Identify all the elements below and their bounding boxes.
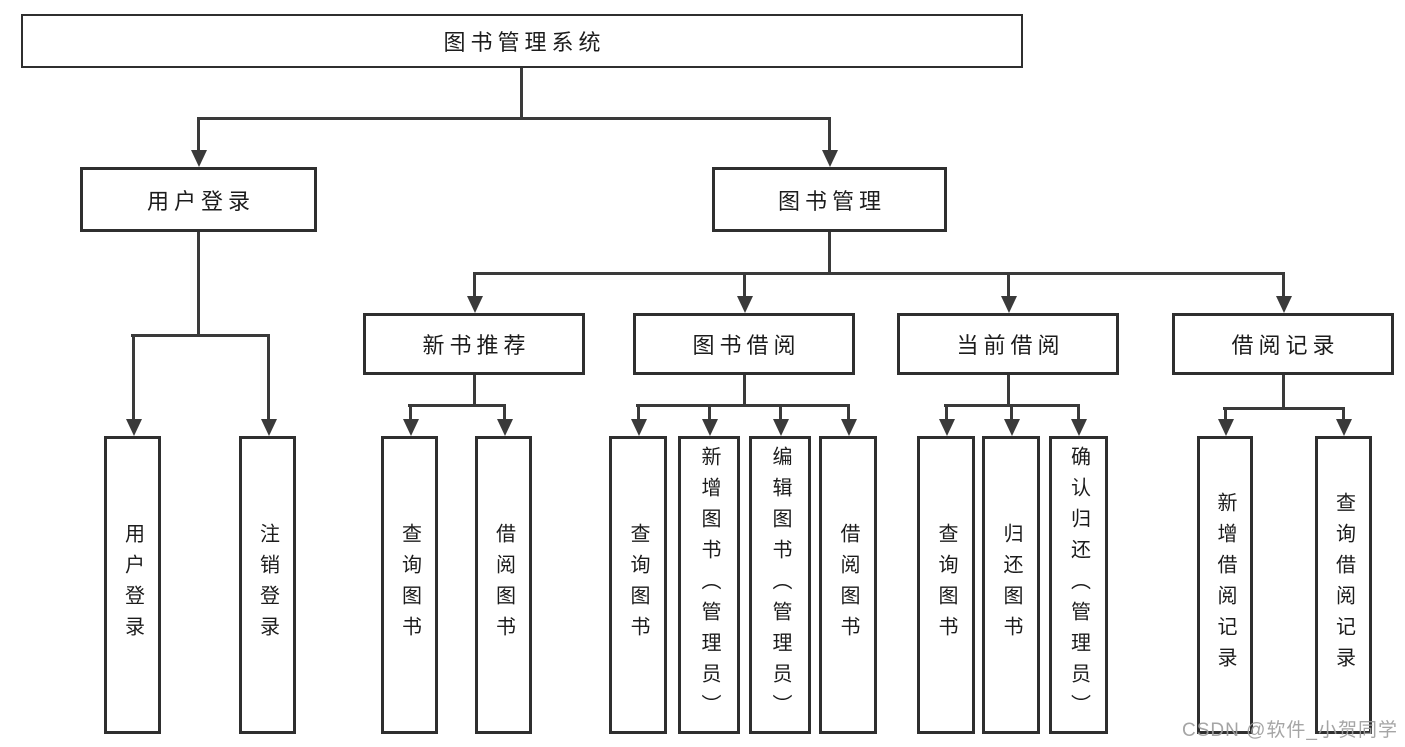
arrowhead-down-icon (496, 405, 513, 436)
connector-line (520, 66, 523, 120)
leaf-return-books: 归还图书 (982, 436, 1040, 734)
arrowhead-down-icon (260, 335, 277, 436)
leaf-confirm-return-admin: 确认归还（管理员） (1049, 436, 1108, 734)
arrowhead-down-icon (938, 405, 955, 436)
arrowhead-down-icon (190, 118, 207, 167)
arrowhead-down-icon (1003, 405, 1020, 436)
leaf-user-login: 用户登录 (104, 436, 161, 734)
arrowhead-down-icon (402, 405, 419, 436)
arrowhead-down-icon (772, 405, 789, 436)
arrowhead-down-icon (1335, 408, 1352, 436)
node-new-book-recommend: 新书推荐 (363, 313, 585, 375)
connector-line (473, 373, 476, 407)
connector-line (473, 272, 1285, 275)
node-borrow-records: 借阅记录 (1172, 313, 1394, 375)
leaf-edit-books-admin: 编辑图书（管理员） (749, 436, 811, 734)
connector-line (1282, 373, 1285, 410)
connector-line (828, 230, 831, 275)
arrowhead-down-icon (630, 405, 647, 436)
leaf-borrow-books-borrow: 借阅图书 (819, 436, 877, 734)
arrowhead-down-icon (1070, 405, 1087, 436)
arrowhead-down-icon (125, 335, 142, 436)
leaf-query-books-current: 查询图书 (917, 436, 975, 734)
connector-line (197, 230, 200, 337)
connector-line (197, 117, 831, 120)
node-book-borrow: 图书借阅 (633, 313, 855, 375)
node-book-management: 图书管理 (712, 167, 947, 232)
arrowhead-down-icon (840, 405, 857, 436)
arrowhead-down-icon (821, 118, 838, 167)
node-user-login: 用户登录 (80, 167, 317, 232)
arrowhead-down-icon (466, 273, 483, 313)
connector-line (1007, 373, 1010, 407)
connector-line (131, 334, 270, 337)
leaf-add-books-admin: 新增图书（管理员） (678, 436, 740, 734)
leaf-logout: 注销登录 (239, 436, 296, 734)
watermark: CSDN @软件_小贺同学 (1182, 720, 1398, 741)
arrowhead-down-icon (701, 405, 718, 436)
arrowhead-down-icon (1275, 273, 1292, 313)
connector-line (408, 404, 506, 407)
leaf-borrow-books-newbook: 借阅图书 (475, 436, 532, 734)
leaf-query-books-newbook: 查询图书 (381, 436, 438, 734)
leaf-add-borrow-record: 新增借阅记录 (1197, 436, 1253, 734)
leaf-query-books-borrow: 查询图书 (609, 436, 667, 734)
arrowhead-down-icon (736, 273, 753, 313)
connector-line (743, 373, 746, 407)
node-root: 图书管理系统 (21, 14, 1023, 68)
node-current-borrow: 当前借阅 (897, 313, 1119, 375)
connector-line (636, 404, 850, 407)
arrowhead-down-icon (1217, 408, 1234, 436)
connector-line (1223, 407, 1345, 410)
leaf-query-borrow-record: 查询借阅记录 (1315, 436, 1372, 734)
arrowhead-down-icon (1000, 273, 1017, 313)
